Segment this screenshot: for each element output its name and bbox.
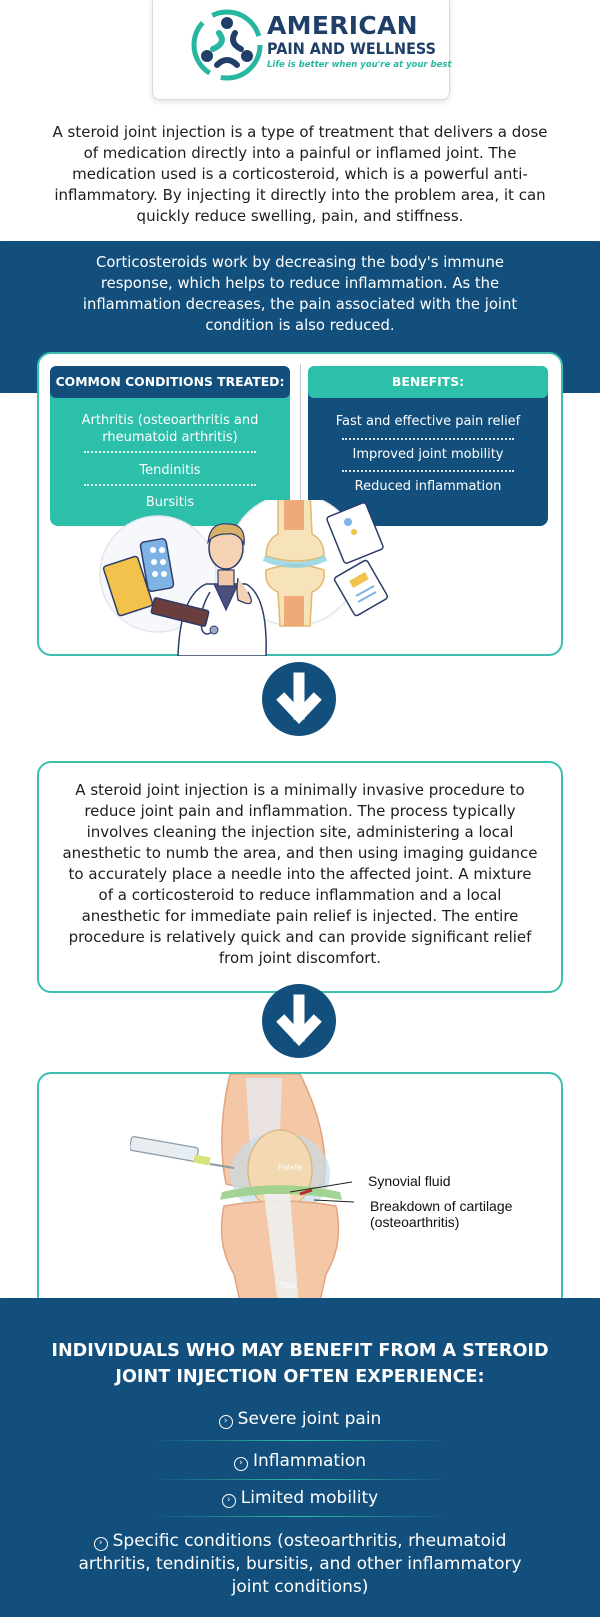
- dotted-divider: [84, 451, 256, 453]
- symptom-item: › Severe joint pain: [100, 1408, 500, 1430]
- chevron-circle-icon: ›: [218, 1415, 233, 1429]
- doctor-figure: [150, 523, 267, 656]
- intro-paragraph: A steroid joint injection is a type of t…: [52, 123, 548, 225]
- dotted-divider: [342, 438, 514, 440]
- logo-wordmark: AMERICAN PAIN AND WELLNESS Life is bette…: [267, 11, 452, 71]
- callout-lines: [290, 1181, 355, 1203]
- down-arrow-icon: [262, 662, 336, 736]
- separator-line: [150, 1479, 450, 1480]
- symptom-label: Specific conditions (osteoarthritis, rhe…: [78, 1531, 522, 1597]
- logo-title: AMERICAN: [267, 11, 418, 40]
- symptom-item: › Inflammation: [100, 1450, 500, 1472]
- symptom-label: Severe joint pain: [237, 1409, 382, 1429]
- chevron-circle-icon: ›: [221, 1494, 236, 1508]
- candidates-band: [0, 1298, 600, 1617]
- logo-tagline: Life is better when you're at your best: [267, 60, 452, 70]
- logo-card: AMERICAN PAIN AND WELLNESS Life is bette…: [152, 0, 452, 100]
- separator-line: [150, 1440, 450, 1441]
- symptom-item: › Limited mobility: [100, 1487, 500, 1509]
- down-arrow-icon: [262, 984, 336, 1058]
- patella-label: Patella: [278, 1163, 303, 1172]
- synovial-fluid-label: Synovial fluid: [368, 1173, 451, 1189]
- tibia-label: Tibia: [279, 1281, 297, 1290]
- syringe-icon: [130, 1136, 235, 1169]
- cartilage-label-line2: (osteoarthritis): [370, 1214, 460, 1230]
- conditions-heading: COMMON CONDITIONS TREATED:: [50, 366, 290, 398]
- doctor-joint-illustration: [99, 500, 389, 656]
- dotted-divider: [342, 470, 514, 472]
- condition-item-arthritis: Arthritis (osteoarthritis and rheumatoid…: [81, 413, 259, 445]
- benefit-item-mobility: Improved joint mobility: [352, 447, 504, 462]
- chevron-circle-icon: ›: [93, 1537, 108, 1551]
- chevron-circle-icon: ›: [233, 1457, 248, 1471]
- symptom-label: Inflammation: [252, 1451, 366, 1471]
- pill-box-icon: [102, 555, 154, 617]
- symptom-label: Limited mobility: [240, 1488, 379, 1508]
- cartilage-label-line1: Breakdown of cartilage: [370, 1198, 513, 1214]
- procedure-card: [37, 761, 563, 993]
- separator-line: [150, 1516, 450, 1517]
- knee-anatomy-illustration: [130, 1074, 342, 1320]
- benefit-item-inflammation: Reduced inflammation: [354, 479, 502, 494]
- tablet-icon: [150, 597, 210, 627]
- blister-pack-icon: [139, 538, 175, 592]
- condition-item-bursitis: Bursitis: [145, 495, 195, 510]
- procedure-paragraph: A steroid joint injection is a minimally…: [62, 781, 538, 967]
- card-divider: [300, 364, 301, 516]
- benefits-heading: BENEFITS:: [308, 366, 548, 398]
- symptom-item: ›Specific conditions (osteoarthritis, rh…: [72, 1530, 528, 1599]
- logo-people-icon: [191, 9, 263, 81]
- femur-icon: [265, 500, 325, 562]
- candidates-title: INDIVIDUALS WHO MAY BENEFIT FROM A STERO…: [51, 1341, 549, 1387]
- clipboard-icon: [333, 559, 389, 617]
- dotted-divider: [84, 484, 256, 486]
- mechanism-paragraph: Corticosteroids work by decreasing the b…: [82, 254, 518, 334]
- condition-item-tendinitis: Tendinitis: [139, 463, 201, 478]
- logo-subtitle: PAIN AND WELLNESS: [267, 39, 437, 58]
- benefit-item-pain-relief: Fast and effective pain relief: [335, 414, 521, 429]
